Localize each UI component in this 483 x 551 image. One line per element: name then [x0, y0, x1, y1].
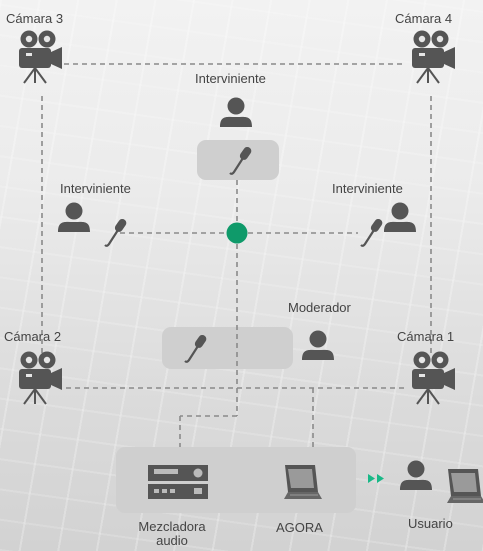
user-label: Usuario — [408, 516, 453, 531]
microphone-icon — [228, 144, 254, 175]
moderator-mic-box — [162, 327, 293, 369]
camera-icon — [411, 29, 456, 84]
camera-1-label: Cámara 1 — [397, 329, 455, 344]
microphone-icon — [183, 332, 209, 363]
audio-hub-node — [226, 222, 248, 244]
microphone-icon — [103, 216, 129, 247]
person-icon — [220, 97, 252, 127]
person-icon — [400, 460, 432, 490]
microphone-icon — [359, 216, 385, 247]
camera-icon — [411, 350, 456, 405]
moderator-label: Moderador — [288, 300, 351, 315]
camera-icon — [18, 29, 63, 84]
double-arrow-icon — [368, 474, 384, 483]
camera-3-label: Cámara 3 — [6, 11, 64, 26]
agora-label: AGORA — [276, 520, 323, 535]
connection-lines — [41, 63, 432, 447]
speaker-left-label: Interviniente — [60, 181, 131, 196]
camera-4-label: Cámara 4 — [395, 11, 453, 26]
laptop-icon — [283, 464, 323, 500]
person-icon — [384, 202, 416, 232]
person-icon — [302, 330, 334, 360]
camera-2-label: Cámara 2 — [4, 329, 62, 344]
person-icon — [58, 202, 90, 232]
camera-icon — [18, 350, 63, 405]
audio-mixer-icon — [148, 465, 208, 499]
speaker-top-label: Interviniente — [195, 71, 266, 86]
speaker-right-label: Interviniente — [332, 181, 403, 196]
mixer-label: Mezcladora audio — [138, 519, 206, 548]
speaker-mic-box — [197, 140, 279, 180]
laptop-icon — [446, 468, 483, 504]
